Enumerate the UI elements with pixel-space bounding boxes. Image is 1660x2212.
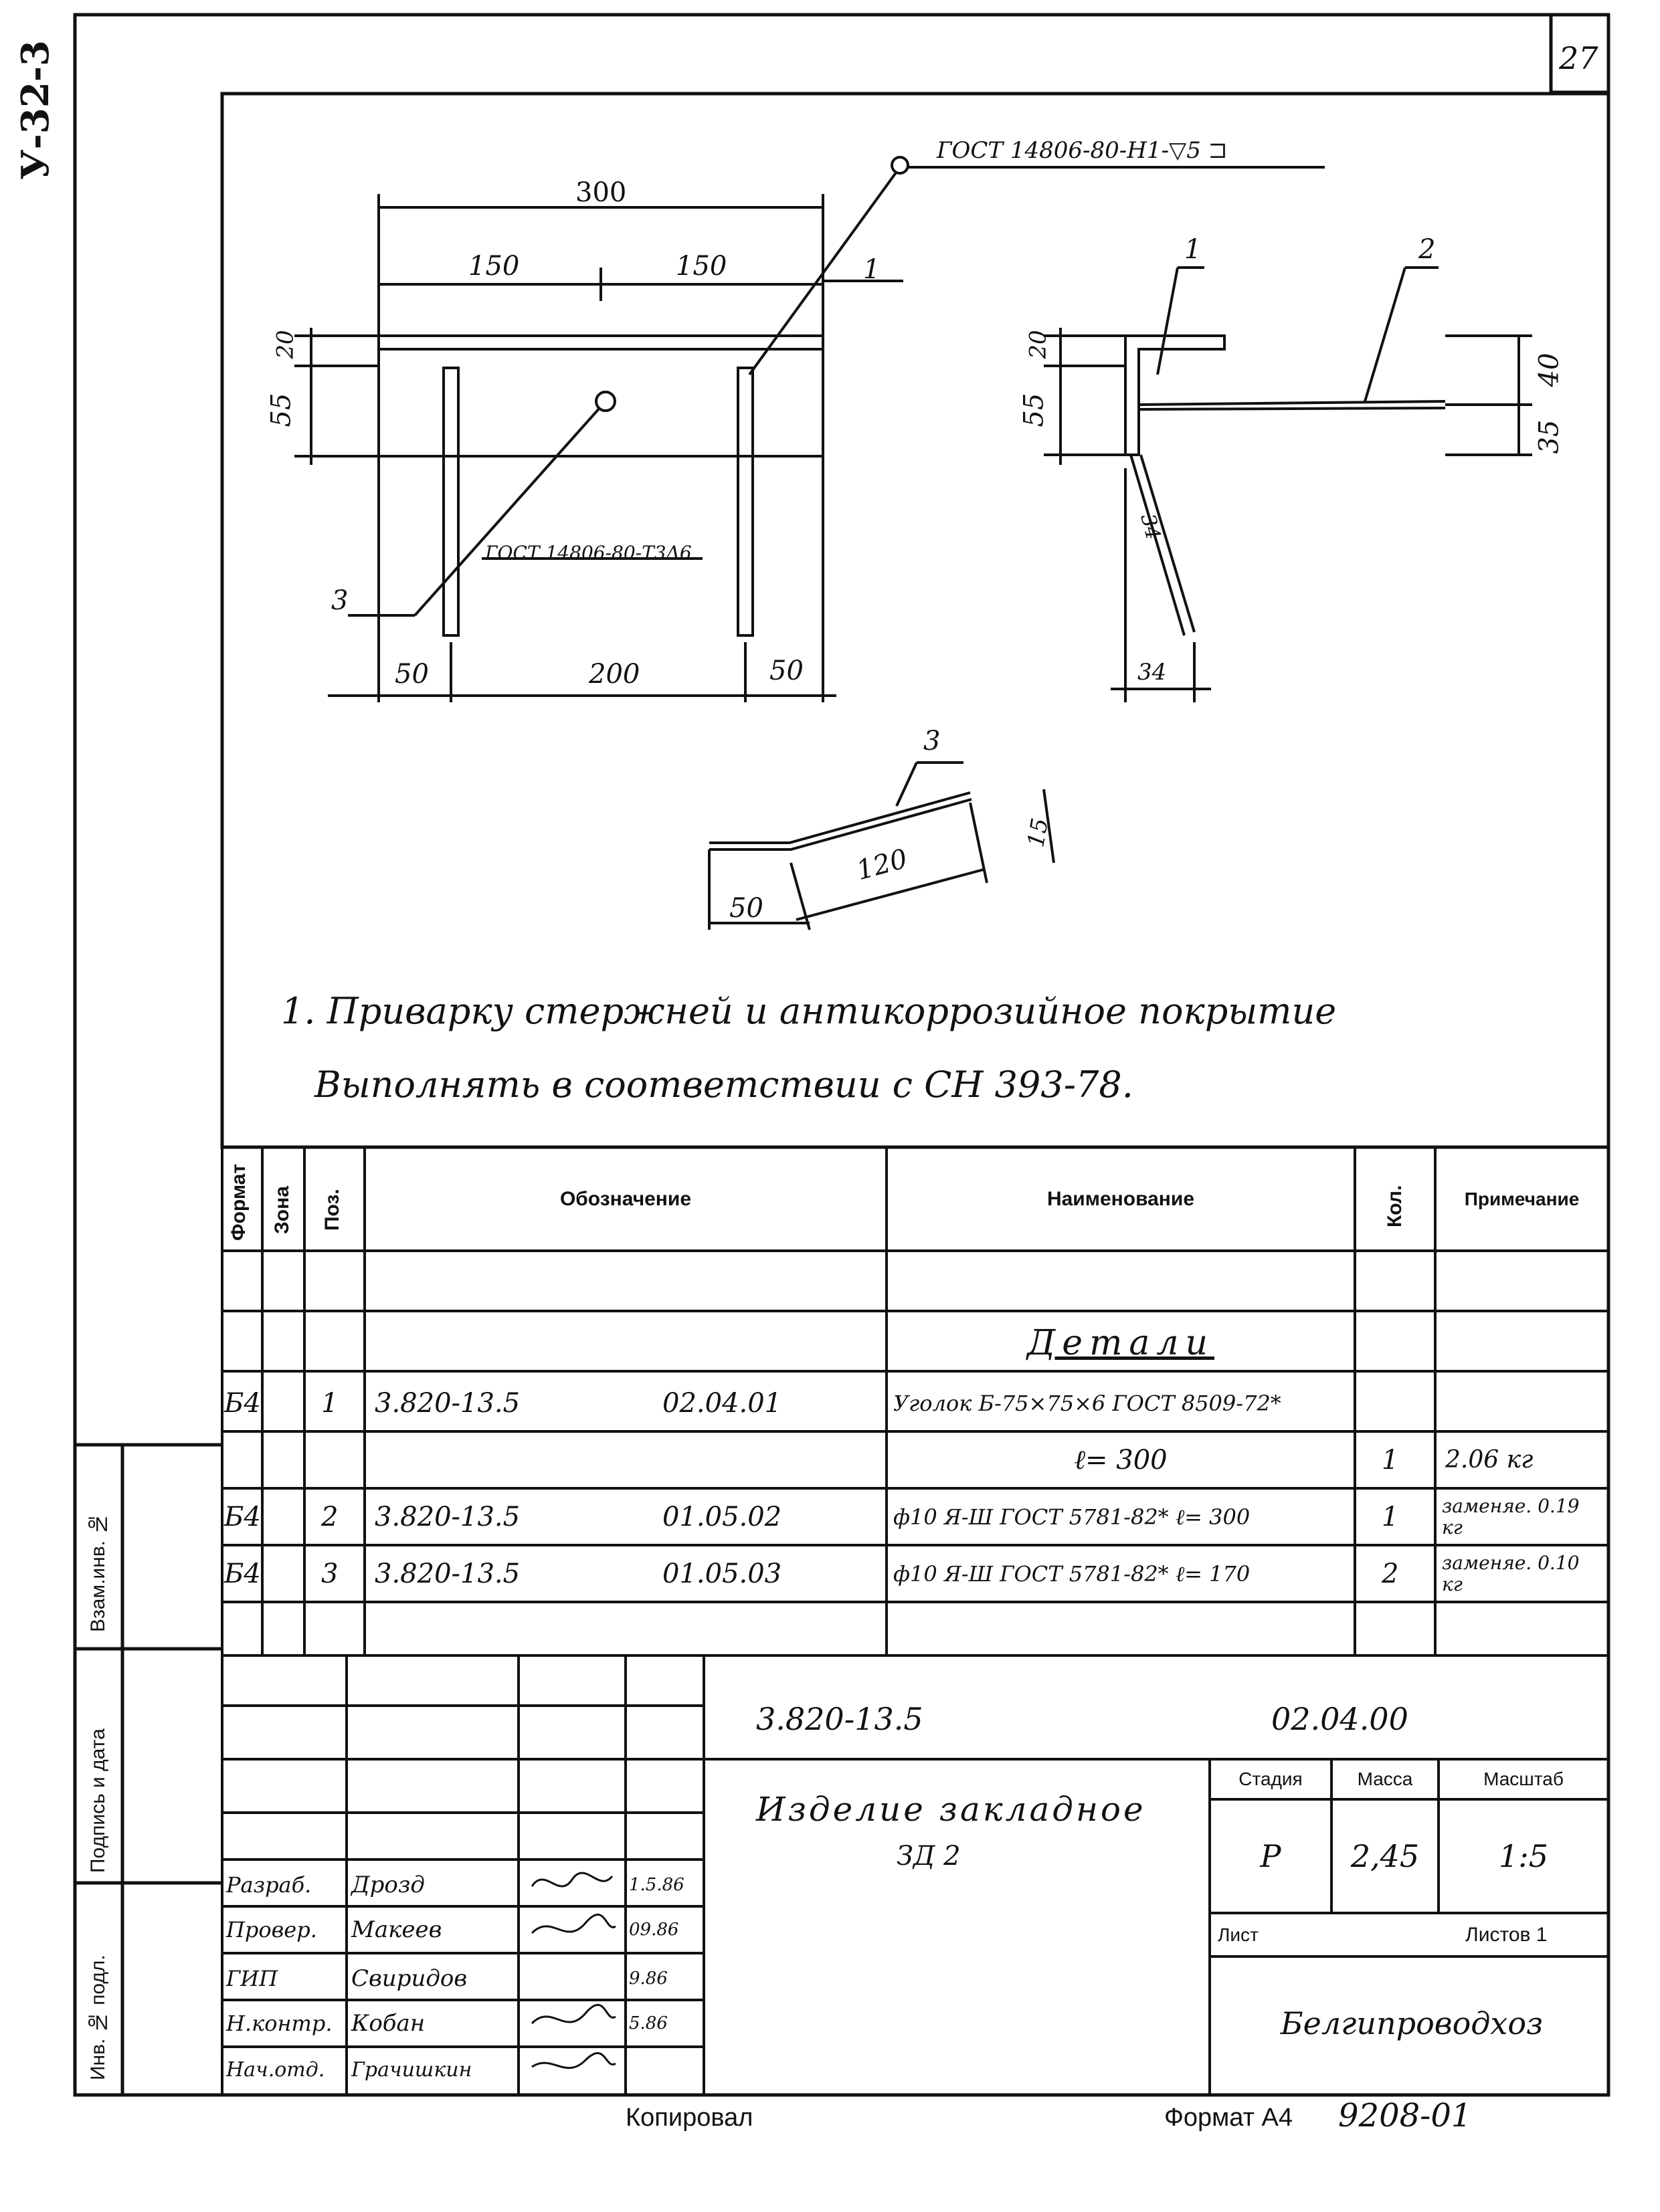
- row3-code: 01.05.02: [662, 1501, 782, 1532]
- row1-format: Б4: [224, 1387, 261, 1419]
- hdr-name: Наименование: [1046, 1187, 1195, 1210]
- tb-scale: 1:5: [1498, 1838, 1549, 1874]
- dim-15: 15: [1022, 816, 1054, 849]
- row3-format: Б4: [224, 1501, 261, 1532]
- tb-mass-label: Масса: [1357, 1769, 1413, 1789]
- dim-34: 34: [1137, 659, 1167, 686]
- dim-300: 300: [575, 177, 627, 208]
- row4-code: 01.05.03: [662, 1558, 782, 1589]
- dim-35: 35: [1534, 419, 1565, 454]
- bar-view: [708, 761, 1055, 930]
- tb-stage-label: Стадия: [1238, 1769, 1303, 1789]
- row4-qty: 2: [1382, 1558, 1399, 1589]
- row3-designation: 3.820-13.5: [375, 1501, 521, 1532]
- side-label-podpis: Подпись и дата: [87, 1728, 109, 1873]
- tb-mass: 2,45: [1350, 1838, 1420, 1874]
- hdr-designation: Обозначение: [559, 1187, 692, 1210]
- dim-50c: 50: [729, 893, 763, 924]
- tb-doc-code: 02.04.00: [1271, 1701, 1408, 1737]
- dim-200: 200: [589, 659, 640, 690]
- pos-1b: 1: [1184, 234, 1202, 265]
- dim-50a: 50: [395, 659, 429, 690]
- page-number: 27: [1559, 40, 1598, 76]
- tb-sheets-label: Листов 1: [1465, 1923, 1548, 1946]
- gost-weld-top: ГОСТ 14806-80-Н1-▽5 ⊐: [937, 137, 1228, 164]
- hdr-format: Формат: [227, 1163, 250, 1241]
- signer-date: 1.5.86: [629, 1874, 684, 1895]
- tb-scale-label: Масштаб: [1483, 1769, 1564, 1789]
- row4-designation: 3.820-13.5: [375, 1558, 521, 1589]
- row2-qty: 1: [1382, 1444, 1399, 1476]
- tb-sheet-label: Лист: [1218, 1924, 1259, 1945]
- row2-name: ℓ= 300: [1074, 1445, 1168, 1476]
- footer-format: Формат А4: [1164, 2104, 1293, 2132]
- row4-name: ф10 Я-Ш ГОСТ 5781-82* ℓ= 170: [893, 1561, 1251, 1587]
- row3-pos: 2: [321, 1501, 339, 1532]
- front-view: [294, 166, 1325, 702]
- hdr-note: Примечание: [1464, 1188, 1580, 1209]
- tb-title-line1: Изделие закладное: [756, 1790, 1146, 1829]
- dim-150b: 150: [676, 251, 727, 282]
- signer-name: Свиридов: [351, 1965, 468, 1992]
- row2-note: 2.06 кг: [1445, 1446, 1534, 1474]
- tb-org: Белгипроводхоз: [1280, 2005, 1544, 2041]
- row3-note: заменяе. 0.19 кг: [1442, 1494, 1580, 1538]
- footer-number: 9208-01: [1338, 2097, 1472, 2134]
- tb-doc-number: 3.820-13.5: [756, 1701, 923, 1737]
- signer-name: Кобан: [351, 2009, 426, 2037]
- dim-20a: 20: [272, 330, 299, 359]
- hdr-zone: Зона: [271, 1186, 293, 1234]
- hdr-qty: Кол.: [1384, 1185, 1406, 1227]
- dim-55a: 55: [266, 393, 297, 427]
- note-line-1: 1. Приварку стержней и антикоррозийное п…: [281, 990, 1337, 1032]
- row3-qty: 1: [1382, 1501, 1399, 1532]
- side-view: [1044, 266, 1532, 702]
- side-label-inv: Инв. № подл.: [87, 1954, 109, 2080]
- row1-pos: 1: [321, 1387, 339, 1419]
- signer-name: Грачишкин: [351, 2058, 472, 2082]
- section-title: Детали: [1027, 1322, 1214, 1363]
- signer-role: Н.контр.: [226, 2010, 333, 2036]
- row1-name: Уголок Б-75×75×6 ГОСТ 8509-72*: [893, 1390, 1281, 1416]
- pos-3b: 3: [923, 726, 941, 757]
- dim-150a: 150: [468, 251, 520, 282]
- signer-name: Дрозд: [351, 1871, 425, 1898]
- title-grid: [221, 1655, 1608, 2095]
- tb-title-line2: ЗД 2: [897, 1841, 961, 1872]
- footer-copied: Копировал: [626, 2104, 753, 2132]
- pos-3a: 3: [331, 585, 349, 616]
- row4-format: Б4: [224, 1558, 261, 1589]
- dim-55b: 55: [1018, 393, 1050, 427]
- row1-designation: 3.820-13.5: [375, 1387, 521, 1419]
- signer-role: Разраб.: [226, 1872, 312, 1898]
- dim-50b: 50: [769, 656, 804, 686]
- row1-code: 02.04.01: [662, 1387, 782, 1419]
- pos-2: 2: [1418, 234, 1436, 265]
- dim-40: 40: [1534, 353, 1565, 387]
- signer-role: Нач.отд.: [226, 2058, 325, 2082]
- spec-grid: [221, 1147, 1610, 1657]
- tb-stage: Р: [1260, 1838, 1281, 1874]
- signature-marks: [531, 1872, 616, 2069]
- row4-note: заменяе. 0.10 кг: [1442, 1551, 1580, 1595]
- signer-date: 9.86: [629, 1968, 668, 1989]
- dim-20b: 20: [1024, 330, 1052, 359]
- row3-name: ф10 Я-Ш ГОСТ 5781-82* ℓ= 300: [893, 1504, 1251, 1530]
- signer-role: Провер.: [226, 1916, 317, 1942]
- hdr-pos: Поз.: [321, 1189, 343, 1231]
- signer-name: Макеев: [351, 1916, 442, 1943]
- signer-date: 5.86: [629, 2013, 668, 2033]
- signer-role: ГИП: [226, 1965, 278, 1991]
- note-line-2: Выполнять в соответствии с СН 393-78.: [314, 1064, 1133, 1106]
- doc-code-vertical: У-32-3: [13, 40, 58, 180]
- pos-1a: 1: [863, 254, 881, 285]
- signer-date: 09.86: [629, 1919, 679, 1940]
- gost-weld-mid: ГОСТ 14806-80-Т3Δ6: [485, 542, 692, 564]
- row4-pos: 3: [321, 1558, 339, 1589]
- side-label-vzam: Взам.инв. №: [87, 1512, 109, 1632]
